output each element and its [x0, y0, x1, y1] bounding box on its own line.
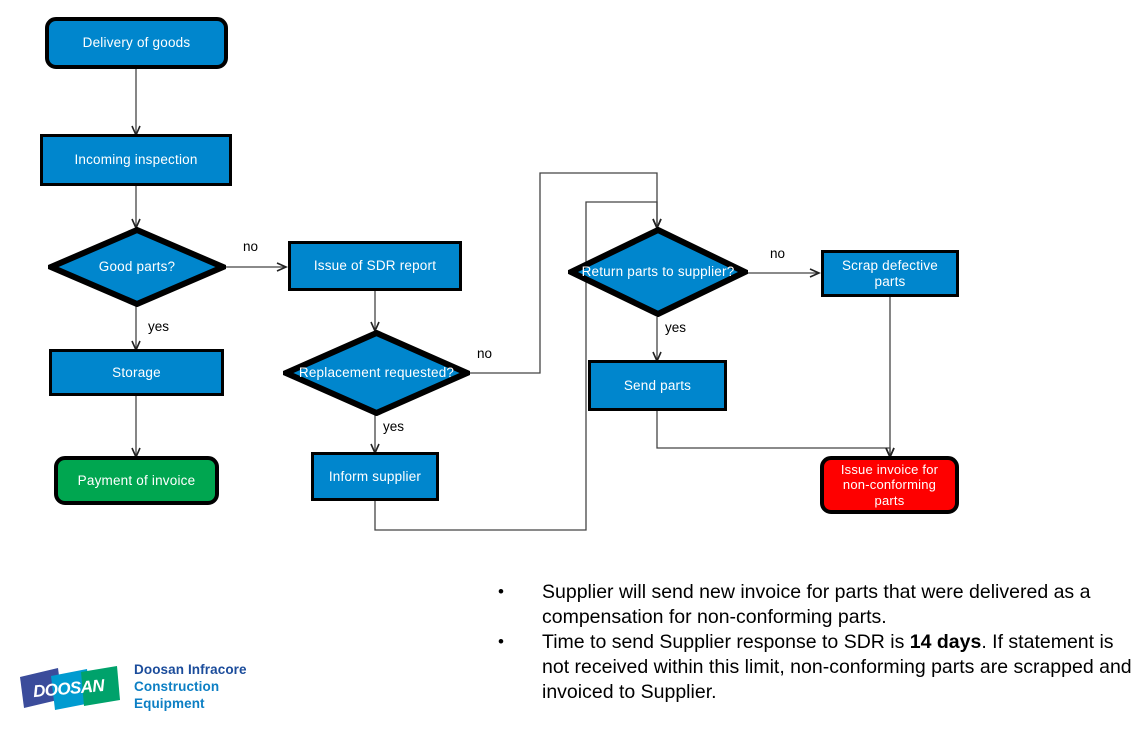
- node-inform-supplier[interactable]: Inform supplier: [311, 452, 439, 501]
- edge-inform-return: [374, 201, 662, 531]
- node-issue-invoice-non-conforming-label: Issue invoice for non-conforming parts: [840, 462, 939, 508]
- node-storage-label: Storage: [112, 364, 161, 380]
- node-send-parts-label: Send parts: [623, 377, 692, 393]
- edge-sendparts-invoice: [656, 411, 895, 459]
- edge-label-goodparts-no: no: [243, 239, 259, 254]
- doosan-logo: DOOSAN Doosan Infracore Construction Equ…: [18, 660, 268, 715]
- node-good-parts-decision[interactable]: Good parts?: [48, 227, 226, 307]
- edge-replacement-no-return: [470, 172, 662, 374]
- edge-label-replacement-yes: yes: [383, 419, 405, 434]
- node-payment-of-invoice-label: Payment of invoice: [77, 472, 196, 488]
- node-return-parts-decision[interactable]: Return parts to supplier?: [568, 227, 748, 317]
- node-good-parts-decision-label: Good parts?: [98, 259, 176, 275]
- note-item: • Supplier will send new invoice for par…: [498, 580, 1138, 630]
- note-item: • Time to send Supplier response to SDR …: [498, 630, 1138, 705]
- node-send-parts[interactable]: Send parts: [588, 360, 727, 411]
- bullet-icon: •: [498, 582, 504, 601]
- note-text-1: Time to send Supplier response to SDR is…: [542, 630, 1132, 703]
- edge-label-replacement-no: no: [477, 346, 493, 361]
- edge-label-return-no: no: [770, 246, 786, 261]
- node-delivery-of-goods[interactable]: Delivery of goods: [45, 17, 228, 69]
- node-scrap-defective-parts-label: Scrap defective parts: [841, 257, 939, 289]
- diamond-shape: [283, 330, 470, 416]
- node-issue-sdr-report[interactable]: Issue of SDR report: [288, 241, 462, 291]
- doosan-logo-icon: DOOSAN: [20, 665, 120, 710]
- node-scrap-defective-parts[interactable]: Scrap defective parts: [821, 250, 959, 297]
- doosan-logo-mark: DOOSAN: [18, 663, 120, 713]
- logo-line-2: Construction Equipment: [134, 679, 220, 711]
- diamond-shape: [48, 227, 226, 307]
- node-incoming-inspection[interactable]: Incoming inspection: [40, 134, 232, 186]
- node-return-parts-decision-label: Return parts to supplier?: [581, 264, 735, 280]
- logo-line-1: Doosan Infracore: [134, 662, 247, 678]
- node-payment-of-invoice[interactable]: Payment of invoice: [54, 456, 219, 505]
- node-replacement-requested-decision[interactable]: Replacement requested?: [283, 330, 470, 416]
- node-incoming-inspection-label: Incoming inspection: [74, 152, 198, 168]
- node-inform-supplier-label: Inform supplier: [328, 468, 422, 484]
- node-issue-invoice-non-conforming[interactable]: Issue invoice for non-conforming parts: [820, 456, 959, 514]
- doosan-logo-text: Doosan Infracore Construction Equipment: [134, 662, 268, 713]
- node-storage[interactable]: Storage: [49, 349, 224, 396]
- node-issue-sdr-report-label: Issue of SDR report: [313, 258, 437, 274]
- node-replacement-requested-decision-label: Replacement requested?: [298, 365, 455, 381]
- edge-label-return-yes: yes: [665, 320, 687, 335]
- bullet-icon: •: [498, 631, 504, 651]
- edge-label-goodparts-yes: yes: [148, 319, 170, 334]
- diamond-shape: [568, 227, 748, 317]
- notes-list: • Supplier will send new invoice for par…: [498, 580, 1138, 705]
- node-delivery-of-goods-label: Delivery of goods: [82, 35, 191, 51]
- note-text-0: Supplier will send new invoice for parts…: [542, 581, 1091, 628]
